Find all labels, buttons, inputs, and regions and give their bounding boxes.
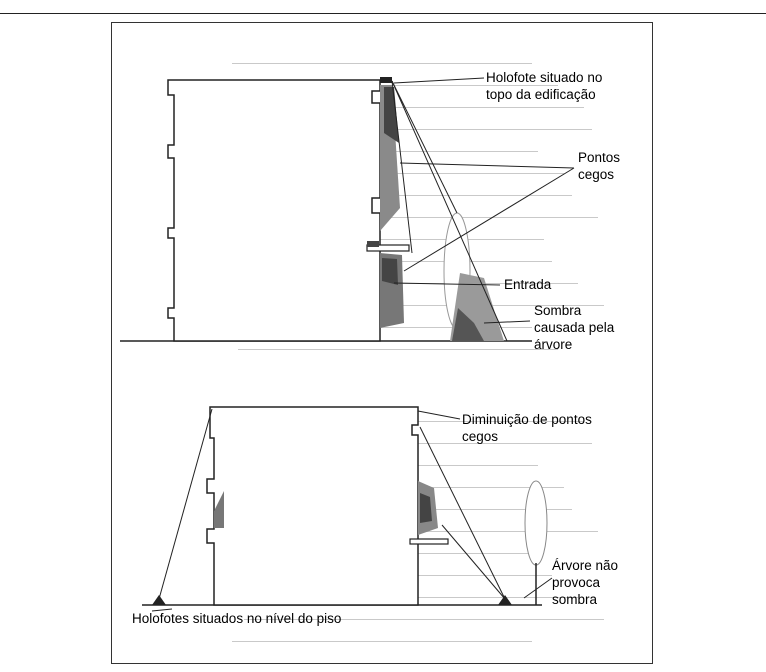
label-line: Árvore não xyxy=(552,557,618,574)
leader-pontos-cegos-1 xyxy=(400,163,574,168)
label-line: Holofote situado no xyxy=(486,69,602,86)
label-line: topo da edificação xyxy=(486,86,602,103)
figure-frame: Holofote situado no topo da edificação P… xyxy=(111,22,653,664)
ground-floodlight-right xyxy=(498,595,512,605)
label-line: causada pela xyxy=(534,319,614,336)
label-line: provoca xyxy=(552,574,618,591)
label-holofotes-piso: Holofotes situados no nível do piso xyxy=(132,610,341,627)
page-top-rule xyxy=(0,13,766,14)
leader-diminuicao xyxy=(418,411,460,419)
label-line: sombra xyxy=(552,591,618,608)
ray-ground-left xyxy=(159,409,212,599)
label-line: Diminuição de pontos xyxy=(462,411,592,428)
leader-arvore-nao xyxy=(524,578,552,598)
label-sombra-arvore: Sombra causada pela árvore xyxy=(534,302,614,353)
label-pontos-cegos: Pontos cegos xyxy=(578,149,620,183)
leader-pontos-cegos-2 xyxy=(404,168,574,271)
blind-spot-lower-dark xyxy=(382,258,398,285)
entrance-dark-block xyxy=(367,241,379,247)
building-bottom xyxy=(207,407,418,605)
label-diminuicao: Diminuição de pontos cegos xyxy=(462,411,592,445)
rooftop-floodlight xyxy=(380,77,392,83)
tree-bottom-crown xyxy=(525,481,547,565)
label-line: árvore xyxy=(534,336,614,353)
ray-top-1 xyxy=(392,81,457,213)
label-holofote-topo: Holofote situado no topo da edificação xyxy=(486,69,602,103)
label-arvore-nao: Árvore não provoca sombra xyxy=(552,557,618,608)
label-entrada: Entrada xyxy=(504,276,551,293)
label-line: Pontos xyxy=(578,149,620,166)
building-top xyxy=(168,80,380,341)
label-line: Sombra xyxy=(534,302,614,319)
label-line: cegos xyxy=(462,428,592,445)
entrance-canopy-bottom xyxy=(410,539,448,544)
label-line: cegos xyxy=(578,166,620,183)
ground-floodlight-left xyxy=(152,595,166,605)
leader-holofote-topo xyxy=(394,78,484,83)
